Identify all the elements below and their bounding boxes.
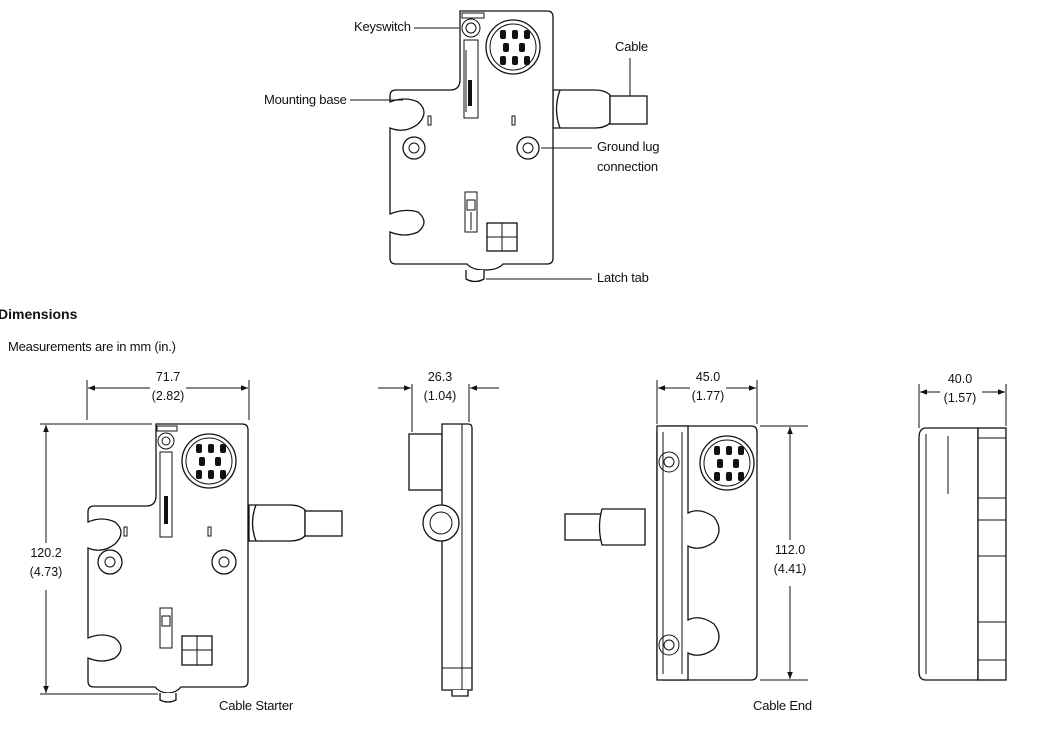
ground-lug-icon	[516, 136, 540, 160]
callout-ground-lug-connection: connection	[597, 159, 658, 174]
dimensions-heading: Dimensions	[0, 306, 78, 322]
dim-end-height: 112.0(4.41)	[773, 543, 807, 576]
connector-icon-top	[485, 19, 541, 75]
caption-cable-end: Cable End	[753, 698, 812, 713]
cable-starter-front-view	[40, 380, 343, 703]
dim-end-width: 45.0(1.77)	[691, 370, 725, 403]
callout-cable: Cable	[615, 39, 648, 54]
connector-end-icon	[699, 435, 755, 491]
dim-starter-height: 120.2(4.73)	[29, 546, 63, 579]
cable-end-side-view	[918, 384, 1007, 681]
starter-body-front	[87, 423, 249, 694]
callout-ground-lug: Ground lug	[597, 139, 660, 154]
mounting-hole-icon	[402, 136, 426, 160]
dim-starter-width: 71.7(2.82)	[151, 370, 185, 403]
cable-starter-top-view	[350, 10, 648, 283]
keyswitch-front-icon	[156, 425, 178, 538]
cable-top	[552, 89, 648, 129]
dip-switch-icon	[486, 222, 518, 252]
cable-starter-side-view	[378, 384, 499, 697]
dim-starter-depth: 26.3(1.04)	[423, 370, 457, 403]
callout-latch-tab: Latch tab	[597, 270, 649, 285]
starter-body-top	[389, 10, 554, 271]
keyswitch-icon	[461, 12, 485, 119]
dim-end-depth: 40.0(1.57)	[943, 372, 977, 405]
callout-mounting-base: Mounting base	[264, 92, 347, 107]
measurement-note: Measurements are in mm (in.)	[8, 339, 176, 354]
cable-front	[248, 504, 343, 542]
cable-end-front-view	[564, 380, 808, 681]
caption-cable-starter: Cable Starter	[219, 698, 293, 713]
slide-switch-icon	[464, 191, 478, 233]
connector-front-icon	[181, 433, 237, 489]
callout-keyswitch: Keyswitch	[354, 19, 411, 34]
latch-tab-top	[465, 270, 485, 283]
